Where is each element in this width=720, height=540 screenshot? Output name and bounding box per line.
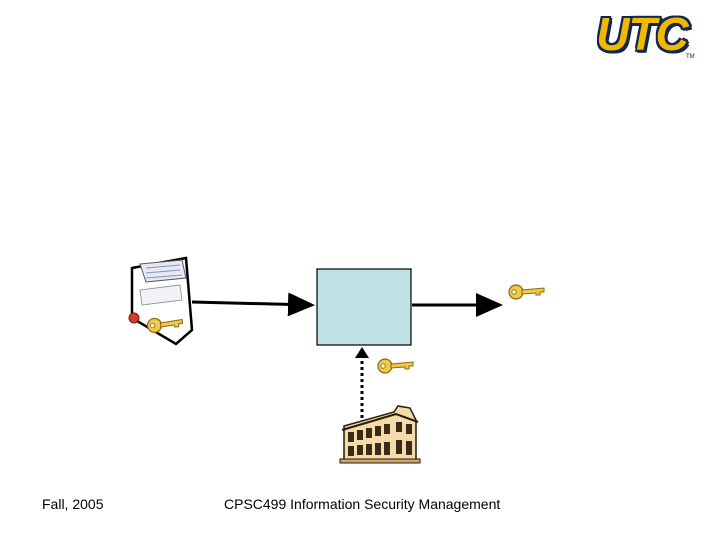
- key-icon: [508, 284, 545, 300]
- footer-date: Fall, 2005: [42, 496, 104, 512]
- building-icon: [339, 405, 421, 464]
- footer-course-title: CPSC499 Information Security Management: [224, 496, 501, 512]
- logo-text: UTC: [596, 8, 689, 60]
- logo-tm: TM: [686, 54, 695, 60]
- arrow-doc-to-box: [191, 292, 315, 317]
- utc-logo: UTC TM: [586, 8, 698, 64]
- document-icon: [128, 256, 194, 346]
- key-icon: [377, 358, 414, 374]
- arrow-building-to-box-head: [355, 347, 369, 358]
- process-box: [316, 268, 412, 346]
